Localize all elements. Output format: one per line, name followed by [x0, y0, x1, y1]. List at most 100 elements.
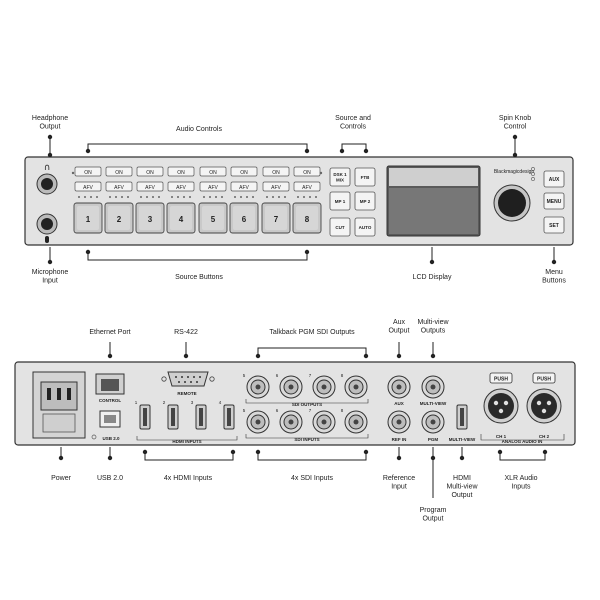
- aux-label: AUX: [394, 401, 404, 406]
- source-button-face: [233, 206, 255, 230]
- analog-audio-in-label: ANALOG AUDIO IN: [502, 439, 543, 444]
- callout-dot: [512, 152, 518, 158]
- on-button: [167, 166, 195, 177]
- callout-lcd: LCD Display: [413, 274, 452, 281]
- callout-dot: [255, 353, 261, 359]
- on-button-label: ON: [303, 170, 311, 176]
- control-button-label: MP 1: [335, 199, 346, 204]
- callout-dot: [396, 455, 402, 461]
- afv-button-label: AFV: [83, 185, 93, 191]
- power-pin: [47, 388, 51, 400]
- control-button-label: AUTO: [359, 225, 372, 230]
- control-button-label: CUT: [335, 225, 344, 230]
- microphone-icon: [45, 236, 49, 243]
- led-dot: [309, 196, 311, 198]
- callout-dot: [107, 455, 113, 461]
- callout-source-buttons: Source Buttons: [175, 274, 223, 281]
- callout-rs422: RS-422: [174, 329, 198, 336]
- sdi-inputs-label: SDI INPUTS: [294, 437, 319, 442]
- led-dot: [303, 196, 305, 198]
- led-dot: [140, 196, 142, 198]
- callout-line: [87, 143, 308, 151]
- on-button-label: ON: [209, 170, 217, 176]
- control-button: [354, 217, 376, 237]
- afv-button-label: AFV: [114, 185, 124, 191]
- callout-dot: [58, 455, 64, 461]
- callout-dot: [363, 148, 369, 154]
- callout-dot: [47, 152, 53, 158]
- callout-dot: [107, 353, 113, 359]
- xlr-push-tab: [489, 372, 513, 384]
- led-dot: [109, 196, 111, 198]
- on-button-label: ON: [115, 170, 123, 176]
- headphone-icon: ∩: [44, 163, 51, 173]
- pgm-label: PGM: [428, 437, 439, 442]
- front-panel: ∩ONAFV1ONAFV2ONAFV3ONAFV4ONAFV5ONAFV6ONA…: [24, 156, 574, 246]
- on-button-label: ON: [177, 170, 185, 176]
- led-dot: [177, 196, 179, 198]
- control-button: [329, 217, 351, 237]
- control-button-label: MP 2: [360, 199, 371, 204]
- sdi-input-number: 5: [243, 408, 246, 413]
- afv-button: [167, 181, 195, 192]
- on-button: [262, 166, 290, 177]
- source-button-number: 6: [242, 215, 247, 224]
- afv-button: [105, 181, 133, 192]
- led-dot: [209, 196, 211, 198]
- callout-line: [341, 143, 367, 151]
- callout-dot: [304, 148, 310, 154]
- source-button-face: [296, 206, 318, 230]
- program-output-connector-pin: [430, 419, 436, 425]
- led-dot: [203, 196, 205, 198]
- led-dot: [84, 196, 86, 198]
- rs422-screw: [161, 376, 167, 382]
- rs422-pin: [187, 376, 189, 378]
- on-button: [105, 166, 133, 177]
- sdi-output-connector-pin: [353, 384, 359, 390]
- on-button: [293, 166, 321, 177]
- sdi-input-connector-pin: [353, 419, 359, 425]
- callout-dot: [47, 259, 53, 265]
- callout-dot: [396, 353, 402, 359]
- sdi-input-connector-pin: [321, 419, 327, 425]
- afv-button: [136, 181, 164, 192]
- callout-dot: [363, 353, 369, 359]
- led-dot: [278, 196, 280, 198]
- callout-dot: [430, 353, 436, 359]
- sdi-output-connector-pin: [255, 384, 261, 390]
- callout-dot: [497, 449, 503, 455]
- afv-button: [293, 181, 321, 192]
- afv-button: [199, 181, 227, 192]
- source-button-face: [170, 206, 192, 230]
- ground-screw: [91, 434, 97, 440]
- callout-dot: [512, 134, 518, 140]
- rs422-pin: [175, 376, 177, 378]
- afv-button: [230, 181, 258, 192]
- callout-dot: [339, 148, 345, 154]
- control-button: [329, 191, 351, 211]
- led-dot: [240, 196, 242, 198]
- sdi-output-number: 8: [341, 373, 344, 378]
- on-button-label: ON: [240, 170, 248, 176]
- led-dot: [252, 196, 254, 198]
- xlr-pin: [493, 400, 499, 406]
- rs422-pin: [184, 381, 186, 383]
- led-dot: [152, 196, 154, 198]
- afv-button-label: AFV: [176, 185, 186, 191]
- multiview-hdmi-label: MULTI-VIEW: [449, 437, 476, 442]
- sdi-output-bracket: [245, 399, 369, 404]
- led-dot: [90, 196, 92, 198]
- led-dot: [115, 196, 117, 198]
- sdi-input-connector-pin: [288, 419, 294, 425]
- led-dot: [171, 196, 173, 198]
- multiview-output-connector-pin: [430, 384, 436, 390]
- callout-dot: [255, 449, 261, 455]
- power-pin: [57, 388, 61, 400]
- led-dot: [297, 196, 299, 198]
- callout-dot: [551, 259, 557, 265]
- on-button: [199, 166, 227, 177]
- on-button: [136, 166, 164, 177]
